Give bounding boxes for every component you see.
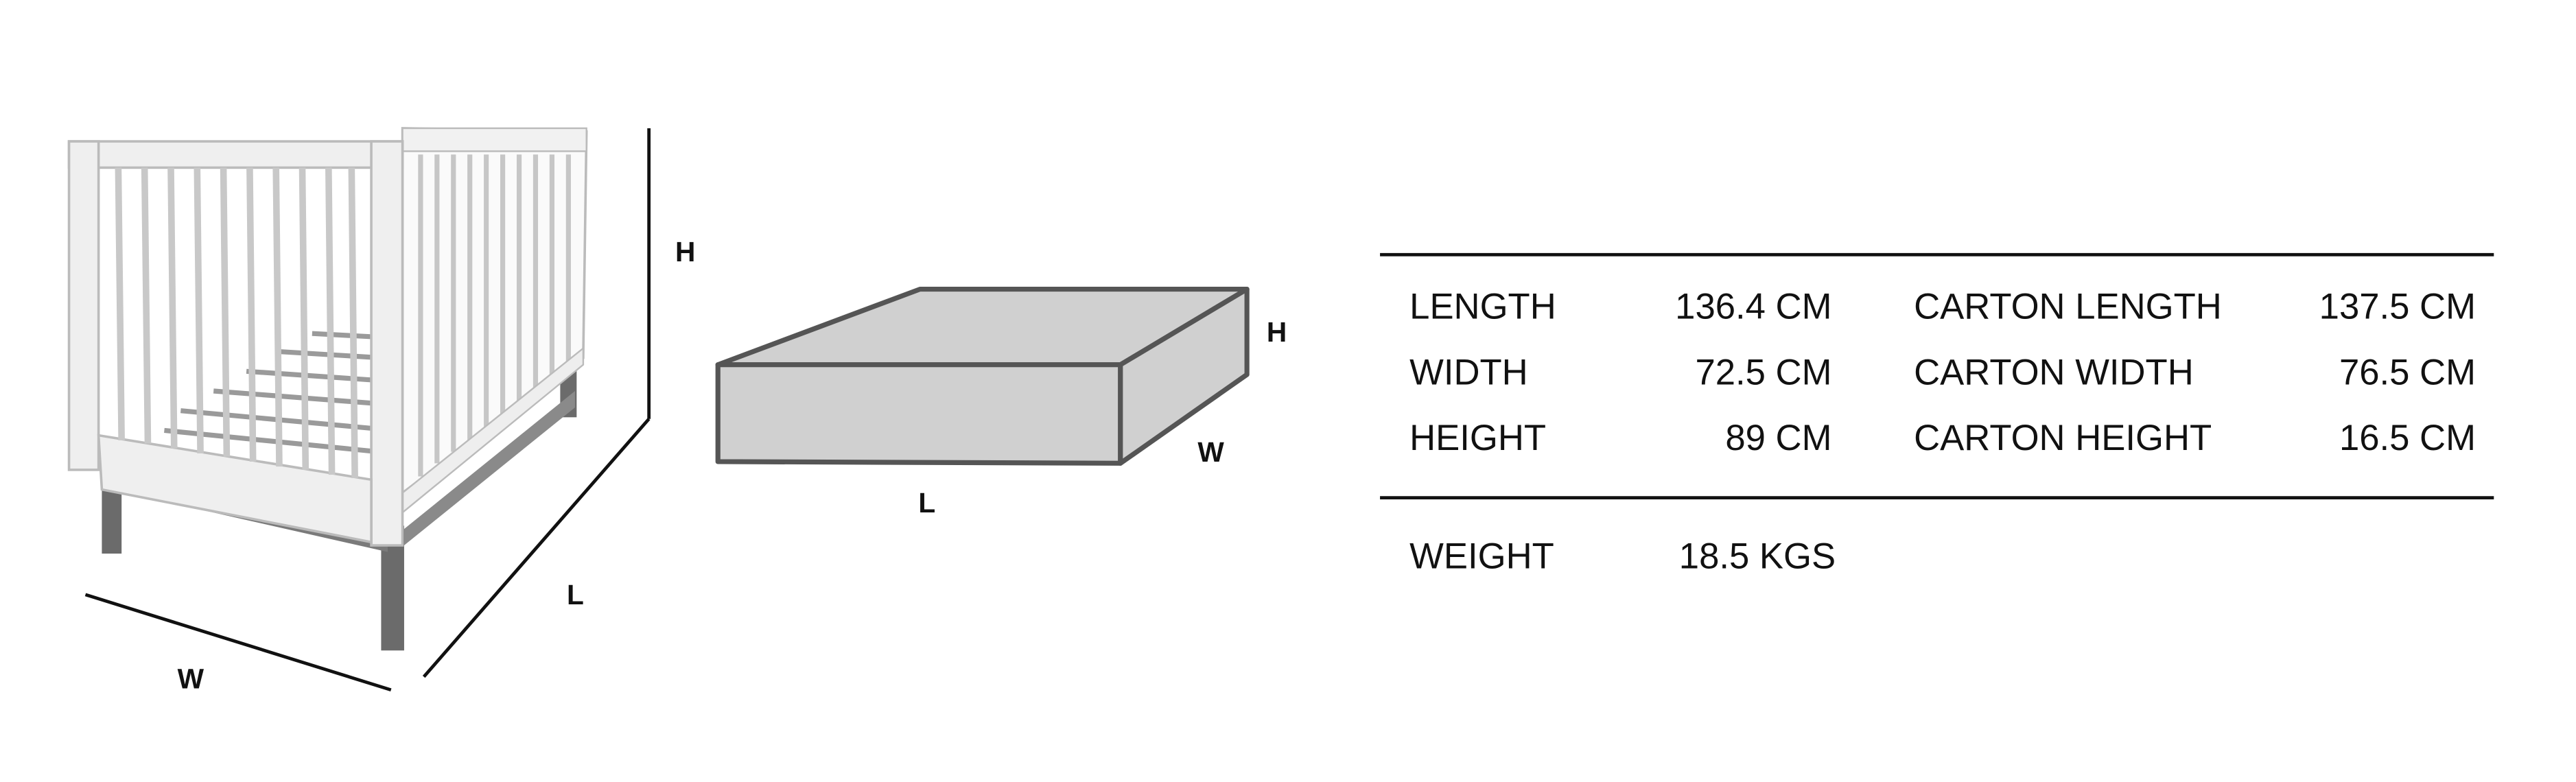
carton-height-label: H bbox=[1267, 316, 1287, 348]
spec-value: 72.5 CM bbox=[1695, 352, 1831, 392]
crib-width-label: W bbox=[178, 663, 204, 694]
carton-spec-value: 16.5 CM bbox=[2339, 418, 2476, 458]
weight-value: 18.5 KGS bbox=[1679, 536, 1836, 577]
spec-row-weight: WEIGHT 18.5 KGS bbox=[1409, 536, 1836, 577]
carton-spec-label: CARTON WIDTH bbox=[1914, 352, 2194, 392]
carton-width-label: W bbox=[1197, 436, 1224, 468]
crib-dimension-lines bbox=[84, 128, 651, 692]
crib-length-label: L bbox=[567, 579, 584, 611]
crib-illustration bbox=[67, 127, 588, 651]
carton-length-label: L bbox=[918, 487, 935, 519]
weight-label: WEIGHT bbox=[1409, 536, 1554, 577]
spec-label: HEIGHT bbox=[1409, 418, 1546, 458]
spec-label: LENGTH bbox=[1409, 287, 1556, 327]
spec-table: LENGTH 136.4 CM CARTON LENGTH 137.5 CM W… bbox=[1380, 252, 2494, 577]
spec-row-width: WIDTH 72.5 CM CARTON WIDTH 76.5 CM bbox=[1409, 352, 2476, 392]
carton-box-illustration bbox=[715, 286, 1250, 466]
carton-spec-value: 76.5 CM bbox=[2339, 352, 2476, 392]
spec-value: 89 CM bbox=[1725, 418, 1831, 458]
carton-spec-label: CARTON HEIGHT bbox=[1914, 418, 2212, 458]
carton-spec-value: 137.5 CM bbox=[2319, 287, 2476, 327]
spec-value: 136.4 CM bbox=[1675, 287, 1831, 327]
carton-spec-label: CARTON LENGTH bbox=[1914, 287, 2222, 327]
spec-row-height: HEIGHT 89 CM CARTON HEIGHT 16.5 CM bbox=[1409, 418, 2476, 458]
spec-label: WIDTH bbox=[1409, 352, 1528, 392]
spec-row-length: LENGTH 136.4 CM CARTON LENGTH 137.5 CM bbox=[1409, 287, 2476, 327]
crib-height-label: H bbox=[675, 236, 695, 268]
